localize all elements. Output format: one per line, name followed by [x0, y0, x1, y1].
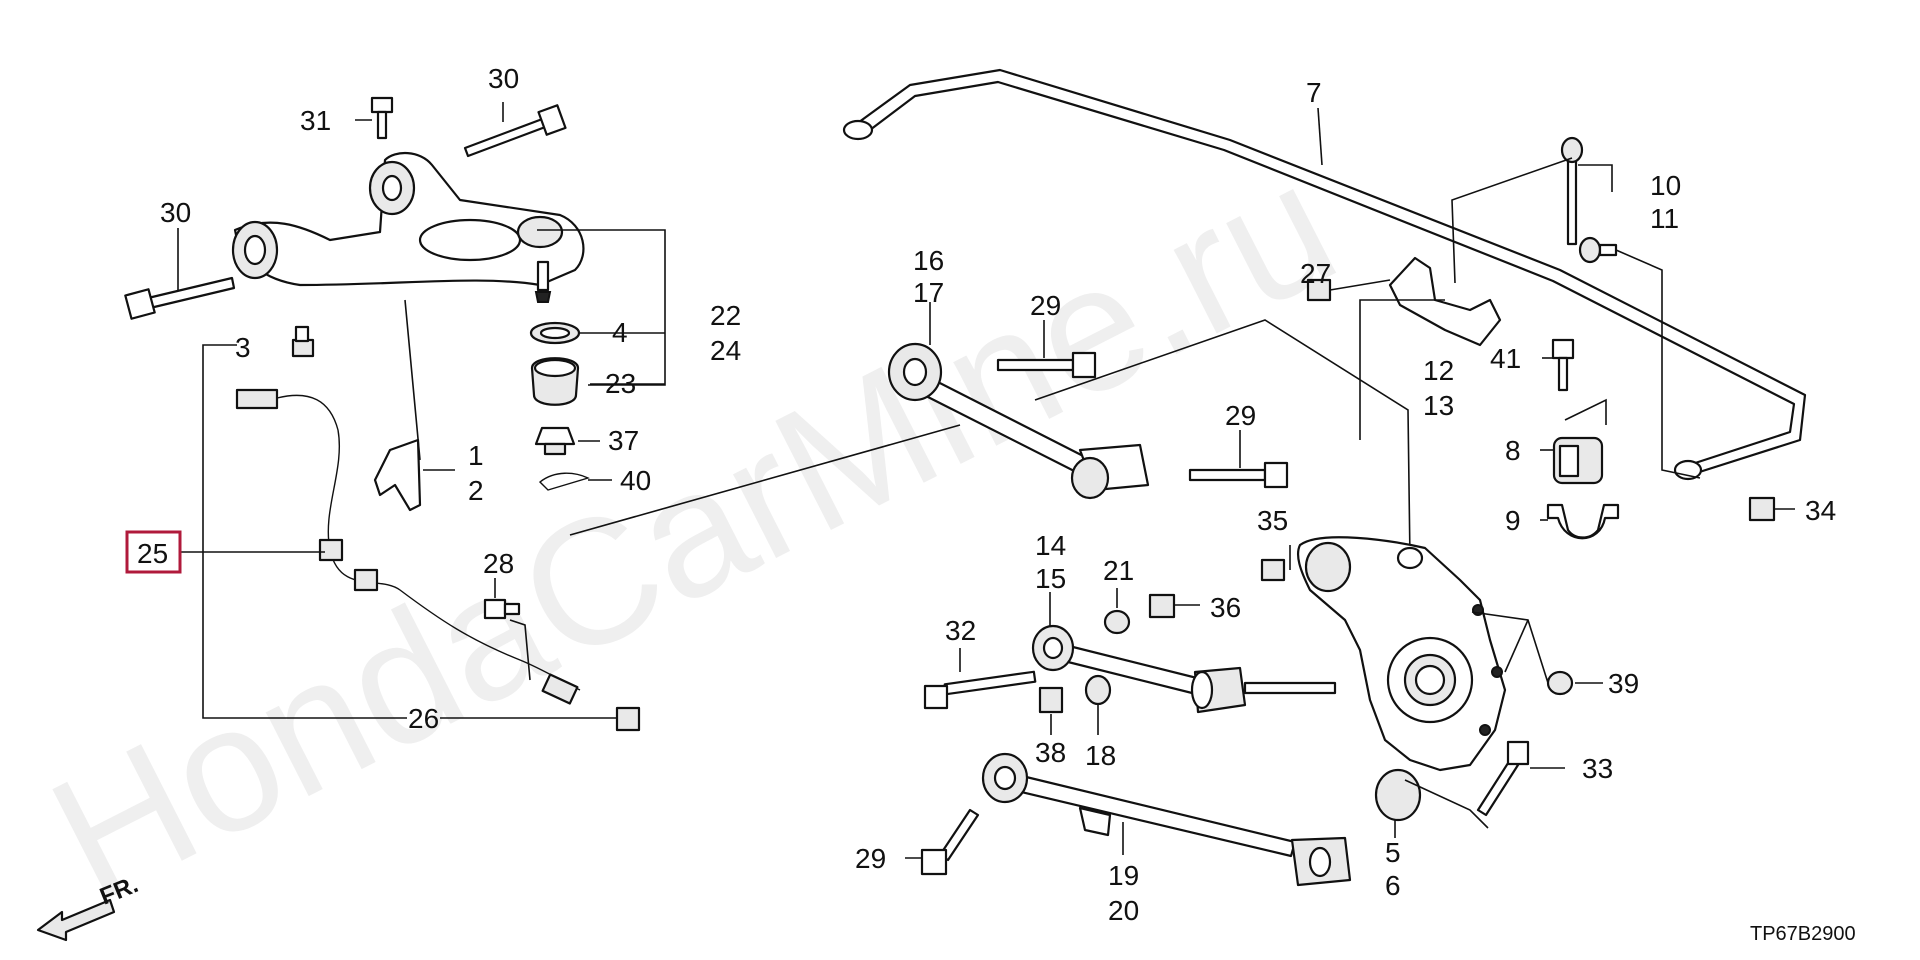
- bracket-12-13-part: [1388, 256, 1502, 347]
- arm-16-17-part: [887, 342, 1150, 500]
- bolt-28-part: [483, 598, 521, 620]
- callout-39[interactable]: 39: [1608, 668, 1639, 699]
- callout-2[interactable]: 2: [468, 475, 484, 506]
- callout-24[interactable]: 24: [710, 335, 741, 366]
- callout-25[interactable]: 25: [137, 538, 168, 569]
- upper-arm-part: [231, 152, 585, 303]
- callout-19[interactable]: 19: [1108, 860, 1139, 891]
- callout-22[interactable]: 22: [710, 300, 741, 331]
- boot-4-part: [529, 321, 581, 345]
- stabilizer-bar-part: [842, 68, 1807, 481]
- callout-23[interactable]: 23: [605, 368, 636, 399]
- callout-18[interactable]: 18: [1085, 740, 1116, 771]
- callout-20[interactable]: 20: [1108, 895, 1139, 926]
- callout-35[interactable]: 35: [1257, 505, 1288, 536]
- bolt-30a-part: [463, 104, 567, 158]
- bolt-29b-part: [1188, 461, 1289, 489]
- callout-27[interactable]: 27: [1300, 258, 1331, 289]
- bushing-8-part: [1552, 436, 1604, 485]
- callout-9[interactable]: 9: [1505, 505, 1521, 536]
- callout-5[interactable]: 5: [1385, 837, 1401, 868]
- callout-31[interactable]: 31: [300, 105, 331, 136]
- lower-arm-19-20-part: [981, 752, 1352, 887]
- callout-29b[interactable]: 29: [1225, 400, 1256, 431]
- callout-33[interactable]: 33: [1582, 753, 1613, 784]
- callout-29a[interactable]: 29: [1030, 290, 1061, 321]
- callout-32[interactable]: 32: [945, 615, 976, 646]
- bolt-29a-part: [996, 351, 1097, 379]
- callout-4[interactable]: 4: [612, 317, 628, 348]
- callout-28[interactable]: 28: [483, 548, 514, 579]
- nut-38-part: [1038, 686, 1064, 714]
- callout-14[interactable]: 14: [1035, 530, 1066, 561]
- clip-40-part: [538, 472, 590, 491]
- callout-30b[interactable]: 30: [160, 197, 191, 228]
- callout-30a[interactable]: 30: [488, 63, 519, 94]
- link-10-11-part: [1560, 136, 1618, 264]
- callout-13[interactable]: 13: [1423, 390, 1454, 421]
- callout-16[interactable]: 16: [913, 245, 944, 276]
- clip-3-part: [291, 325, 315, 358]
- callout-1[interactable]: 1: [468, 440, 484, 471]
- bolt-29c-part: [920, 808, 980, 876]
- bolt-32-part: [923, 670, 1037, 710]
- callout-38[interactable]: 38: [1035, 737, 1066, 768]
- callout-8[interactable]: 8: [1505, 435, 1521, 466]
- callout-12[interactable]: 12: [1423, 355, 1454, 386]
- nut-35-part: [1260, 558, 1286, 582]
- arm-14-15-part: [1031, 624, 1337, 714]
- callout-34[interactable]: 34: [1805, 495, 1836, 526]
- joint-23-part: [530, 357, 580, 406]
- washer-21-part: [1103, 609, 1131, 635]
- bolt-41-part: [1551, 338, 1575, 392]
- bracket-9-part: [1546, 503, 1620, 540]
- nut-37-part: [534, 426, 576, 456]
- callout-41[interactable]: 41: [1490, 343, 1521, 374]
- bolt-31-part: [370, 96, 394, 140]
- knuckle-part: [1296, 536, 1507, 822]
- grommet-26-part: [615, 706, 641, 732]
- bracket-1-2-part: [373, 438, 422, 512]
- callout-15[interactable]: 15: [1035, 563, 1066, 594]
- callout-6[interactable]: 6: [1385, 870, 1401, 901]
- washer-39-part: [1546, 670, 1574, 696]
- washer-18-part: [1084, 674, 1112, 706]
- nut-34-part: [1748, 496, 1776, 522]
- callout-11[interactable]: 11: [1650, 203, 1679, 234]
- abs-sensor-harness-part: [235, 388, 581, 705]
- diagram-code: TP67B2900: [1750, 923, 1856, 945]
- callout-29c[interactable]: 29: [855, 843, 886, 874]
- highlight-box-25: [125, 530, 182, 574]
- callout-36[interactable]: 36: [1210, 592, 1241, 623]
- bolt-30b-part: [124, 276, 236, 320]
- callout-10[interactable]: 10: [1650, 170, 1681, 201]
- nut-36-part: [1148, 593, 1176, 619]
- front-direction-arrow: [36, 898, 116, 942]
- callout-17[interactable]: 17: [913, 277, 944, 308]
- callout-26[interactable]: 26: [408, 703, 439, 734]
- callout-21[interactable]: 21: [1103, 555, 1134, 586]
- callout-37[interactable]: 37: [608, 425, 639, 456]
- bolt-33-part: [1476, 740, 1530, 817]
- callout-40[interactable]: 40: [620, 465, 651, 496]
- callout-7[interactable]: 7: [1306, 77, 1322, 108]
- callout-3[interactable]: 3: [235, 332, 251, 363]
